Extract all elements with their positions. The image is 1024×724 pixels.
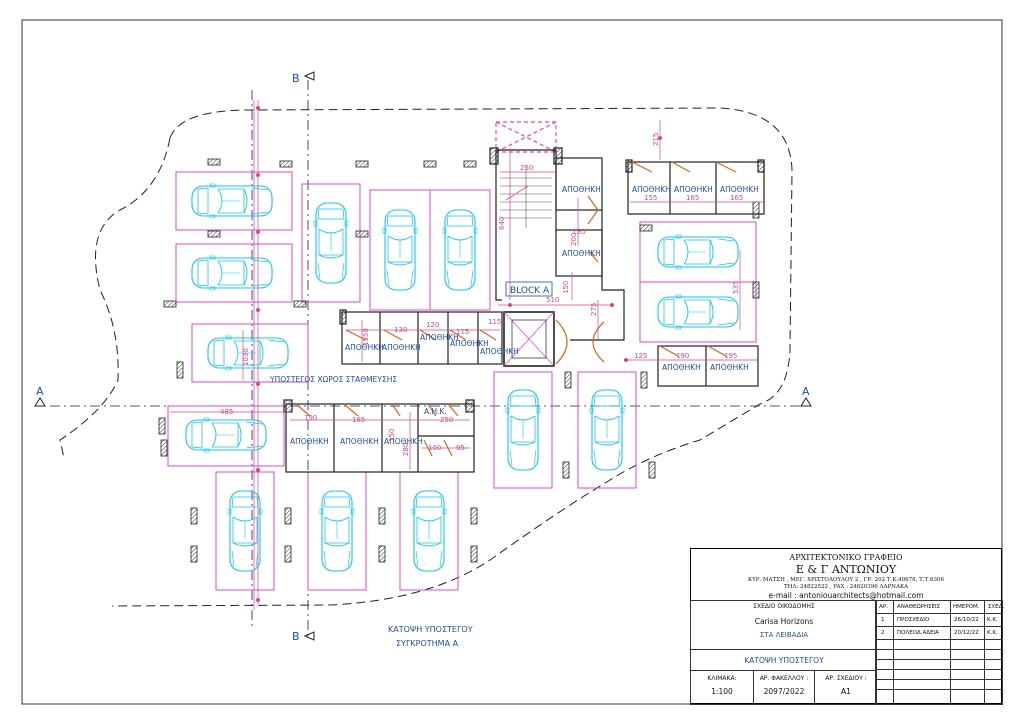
section-marker-a-right: A [800, 385, 812, 407]
svg-text:B: B [292, 630, 300, 643]
scale-value: 1:100 [711, 687, 733, 696]
dim-200: 200 [570, 233, 578, 246]
storage-label: ΑΠΟΘΗΚΗ [674, 185, 713, 194]
dim-280: 280 [402, 443, 410, 456]
dimension-ticks [256, 106, 662, 602]
dim-250-stair: 250 [520, 164, 533, 172]
dim-150: 150 [562, 281, 570, 294]
rev-1-date: 26/10/22 [954, 617, 979, 623]
dim-190-b: 190 [304, 414, 317, 422]
wc-label: Α.Η.Κ. [424, 407, 447, 416]
rev-header-no: ΑΡ. [879, 604, 888, 610]
storage-label: ΑΠΟΘΗΚΗ [345, 343, 384, 352]
storage-label: ΑΠΟΘΗΚΗ [720, 185, 759, 194]
storage-label: ΑΠΟΘΗΚΗ [382, 343, 421, 352]
storage-label: ΑΠΟΘΗΚΗ [450, 339, 489, 348]
section-marker-b-bottom: B [292, 630, 315, 643]
dim-250: 250 [440, 416, 453, 424]
rev-2-by: Κ.Κ. [987, 630, 998, 636]
rev-2-desc: ΠΟΛΕΟΔ.ΑΔΕΙΑ [897, 630, 939, 636]
dim-95: 95 [456, 444, 465, 452]
project-location: ΣΤΑ ΛΕΙΒΑΔΙΑ [759, 631, 809, 639]
folder-label: ΑΡ. ΦΑΚΕΛΛΟΥ : [759, 675, 809, 682]
scale-label: ΚΛΙΜΑΚΑ: [707, 675, 737, 682]
dim-195: 195 [724, 352, 737, 360]
dim-150-c: 150 [388, 429, 396, 442]
dim-125: 125 [634, 352, 647, 360]
storage-label: ΑΠΟΘΗΚΗ [662, 363, 701, 372]
parking-area-label: ΥΠΟΣΤΕΓΟΣ ΧΩΡΟΣ ΣΤΑΘΜΕΥΣΗΣ [269, 375, 397, 384]
rev-1-by: Κ.Κ. [987, 617, 998, 623]
storage-label: ΑΠΟΘΗΚΗ [290, 437, 329, 446]
parked-cars [185, 183, 739, 572]
storage-label: ΑΠΟΘΗΚΗ [340, 437, 379, 446]
dimension-lines [170, 100, 764, 604]
folder-cell [753, 670, 815, 705]
rev-2-no: 2 [881, 630, 885, 636]
sheet-label: ΑΡ. ΣΧΕΔΙΟΥ : [825, 675, 867, 682]
storage-label: ΑΠΟΘΗΚΗ [384, 437, 423, 446]
firm-phone: ΤΗΛ: 24822522 , FAX : 24620396 ΛΑΡΝΑΚΑ [783, 584, 909, 590]
parking-bays [167, 171, 757, 591]
dim-150-b: 150 [572, 228, 585, 236]
storage-label: ΑΠΟΘΗΚΗ [710, 363, 749, 372]
floor-title: ΚΑΤΟΨΗ ΥΠΟΣΤΕΓΟΥ [388, 625, 473, 634]
rev-header-desc: ΑΝΑΘΕΩΡΗΣΕΙΣ [897, 604, 941, 610]
dim-165-b: 165 [730, 194, 743, 202]
rev-header-date: ΗΜΕΡΟΜ. [953, 604, 980, 610]
block-label: BLOCK A [510, 286, 550, 296]
rev-header-by: ΣΧΕΔ. [988, 604, 1005, 610]
rev-2-date: 20/12/22 [954, 630, 979, 636]
section-marker-b-top: B [292, 71, 315, 85]
title-block: ΑΡΧΙΤΕΚΤΟΝΙΚΟ ΓΡΑΦΕΙΟ Ε & Γ ΑΝΤΩΝΙΟΥ ΚΥΡ… [690, 548, 1005, 705]
section-marker-a-left: A [34, 385, 46, 407]
plan-type-label: ΣΧΕΔΙΟ ΟΙΚΟΔΟΜΗΣ [753, 603, 815, 610]
storage-label: ΑΠΟΘΗΚΗ [562, 185, 601, 194]
firm-address: ΚΥΡ. ΜΑΤΣΗ , ΜΕΓ. ΧΡΙΣΤΟΔΟΥΛΟΥ 2 , ΓΡ. 2… [747, 577, 945, 583]
sheet-number: A1 [841, 687, 851, 696]
storage-label: ΑΠΟΘΗΚΗ [562, 249, 601, 258]
dim-165-a: 165 [686, 194, 699, 202]
block-label-box [505, 281, 553, 297]
dim-155: 155 [644, 194, 657, 202]
dim-485: 485 [220, 408, 233, 416]
dim-1550: 1550 [362, 328, 370, 346]
dim-190-a: 190 [676, 352, 689, 360]
site-outline [59, 107, 793, 607]
svg-text:A: A [36, 385, 44, 398]
dimension-labels: 250 640 510 150 275 215 155 165 165 535 … [220, 133, 743, 456]
rev-1-no: 1 [881, 617, 885, 623]
folder-number: 2097/2022 [763, 687, 805, 696]
storage-label: ΑΠΟΘΗΚΗ [420, 333, 459, 342]
floor-subtitle: ΣΥΓΚΡΟΤΗΜΑ Α [396, 639, 459, 648]
room-labels: ΑΠΟΘΗΚΗ ΑΠΟΘΗΚΗ ΑΠΟΘΗΚΗ ΑΠΟΘΗΚΗ ΑΠΟΘΗΚΗ … [269, 185, 759, 648]
dim-115-a: 115 [456, 328, 469, 336]
project-name: Carisa Horizons [754, 617, 814, 626]
dim-510: 510 [546, 296, 559, 304]
storage-label: ΑΠΟΘΗΚΗ [480, 347, 519, 356]
office-label: ΑΡΧΙΤΕΚΤΟΝΙΚΟ ΓΡΑΦΕΙΟ [789, 553, 903, 562]
dim-115-b: 115 [488, 318, 501, 326]
rev-1-desc: ΠΡΟΣΧΕΔΙΟ [897, 617, 930, 623]
firm-name: Ε & Γ ΑΝΤΩΝΙΟΥ [795, 563, 897, 576]
dim-275: 275 [590, 303, 598, 316]
storage-label: ΑΠΟΘΗΚΗ [632, 185, 671, 194]
dim-215: 215 [652, 133, 660, 146]
dim-100: 100 [428, 444, 441, 452]
storage-rooms [283, 159, 765, 473]
drawing-title: ΚΑΤΟΨΗ ΥΠΟΣΤΕΓΟΥ [744, 656, 824, 665]
dim-185: 185 [352, 416, 365, 424]
dim-1030: 1030 [242, 348, 250, 366]
dim-535: 535 [732, 281, 740, 294]
sheet-border [21, 19, 1003, 705]
svg-text:A: A [802, 385, 810, 398]
dim-130: 130 [394, 326, 407, 334]
dim-120: 120 [426, 321, 439, 329]
dim-640: 640 [498, 217, 506, 230]
firm-email: e-mail : antoniouarchitects@hotmail.com [768, 591, 924, 600]
svg-text:B: B [292, 72, 300, 85]
